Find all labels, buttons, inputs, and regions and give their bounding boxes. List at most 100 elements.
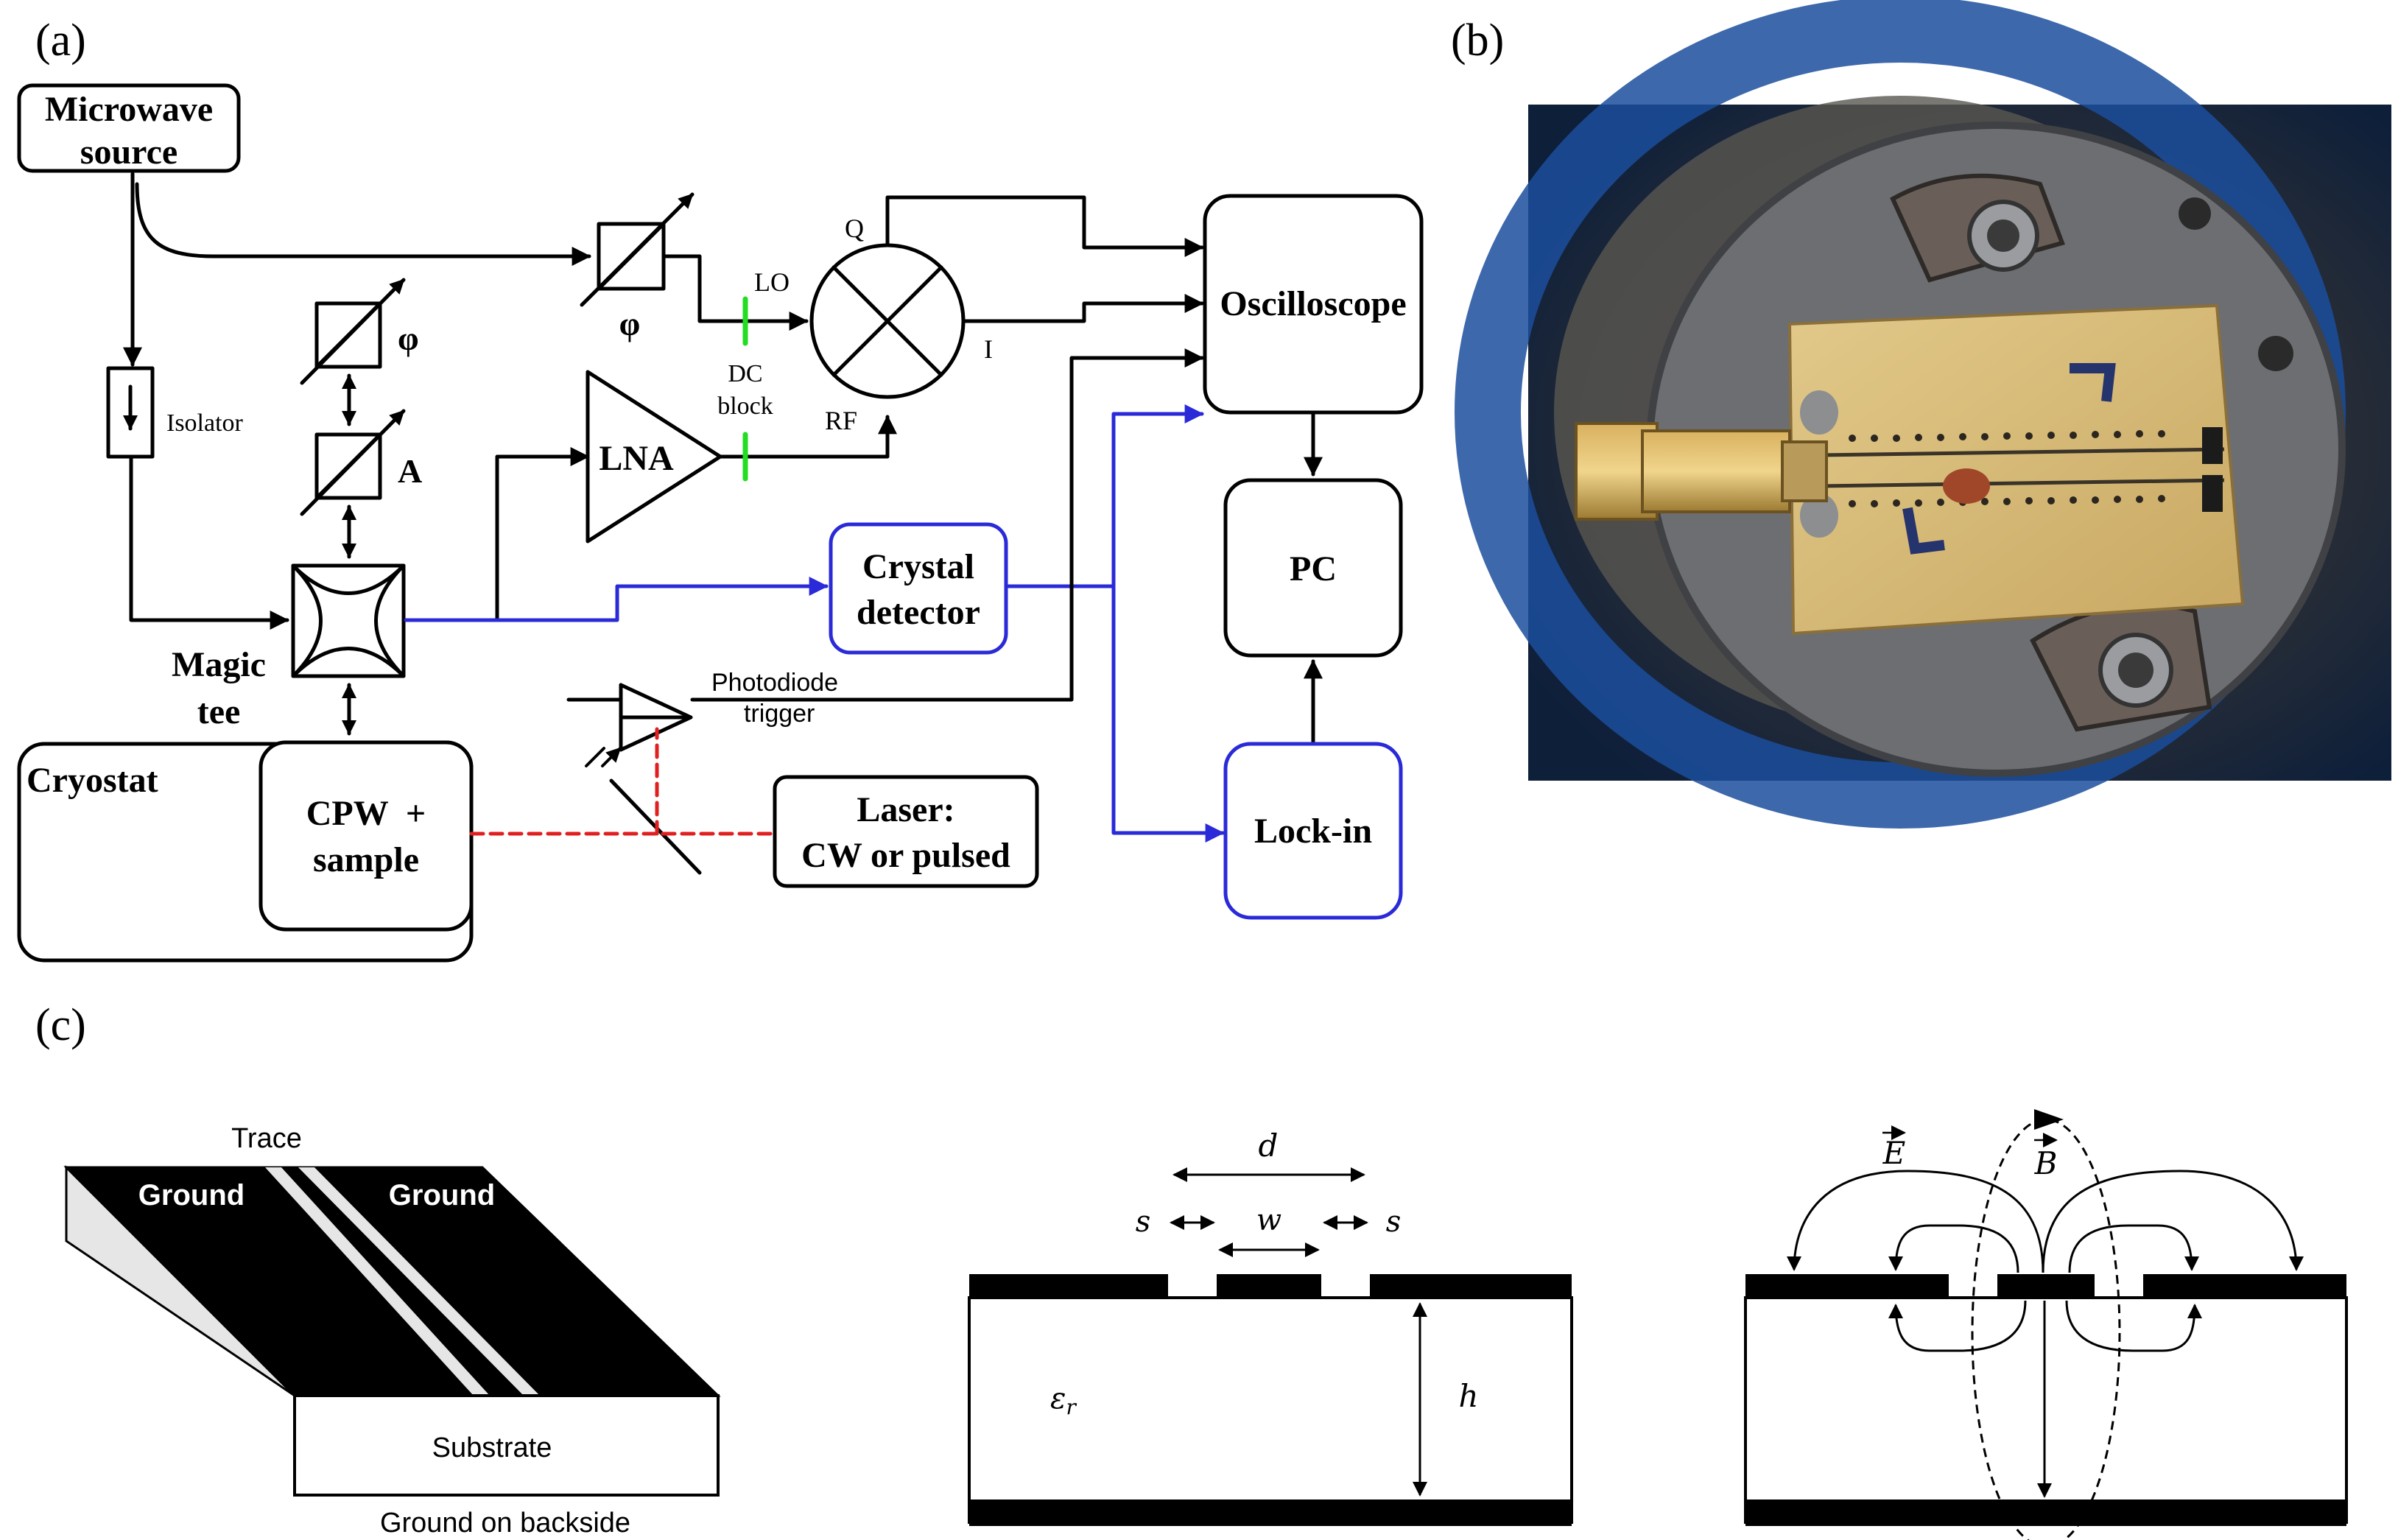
rf-port-label: RF — [825, 406, 857, 435]
photodiode-to-scope-line — [690, 348, 1204, 702]
lna-to-mixer-line — [718, 415, 897, 459]
photodiode-icon — [619, 683, 693, 752]
lna-block: LNA — [586, 370, 722, 544]
microwave-source-label-2: source — [80, 133, 177, 172]
phase-symbol-left: φ — [398, 320, 419, 357]
microwave-source-label-1: Microwave — [45, 90, 213, 129]
magic-tee-label-2: tee — [197, 692, 241, 731]
w-label: w — [1256, 1203, 1281, 1237]
e-field-line — [2065, 1300, 2202, 1352]
magic-tee-to-lna-line — [404, 447, 590, 622]
microwave-source-block: Microwave source — [17, 83, 241, 173]
cpw-gap-left — [265, 1167, 490, 1396]
mixer-cross-icon — [831, 265, 943, 377]
e-field-line — [1787, 1170, 2044, 1273]
photodiode-label-2: trigger — [744, 700, 815, 728]
lo-phase-to-mixer-line — [663, 254, 809, 331]
attenuator-block: A — [300, 409, 422, 516]
lock-in-block: Lock-in — [1223, 742, 1403, 920]
sample-holder-photo — [1455, 0, 2391, 829]
i-port-label: I — [984, 334, 993, 364]
ground-plane-right — [1370, 1274, 1572, 1299]
e-field-line — [1888, 1300, 2027, 1352]
isolator-block: Isolator — [106, 366, 244, 459]
d-label: d — [1259, 1128, 1279, 1164]
e-field-line — [2042, 1170, 2304, 1273]
ground-plane-left — [1745, 1274, 1949, 1299]
oscilloscope-label: Oscilloscope — [1220, 284, 1406, 323]
crystal-detector-label-1: Crystal — [862, 547, 974, 586]
s-right-label: s — [1386, 1205, 1402, 1239]
magic-tee-icon — [291, 563, 406, 678]
ground-label-right: Ground — [389, 1179, 495, 1212]
e-vector-label: E — [1882, 1125, 1906, 1171]
panel-label-c: (c) — [35, 1000, 86, 1050]
phase-shifter-lo: φ — [580, 192, 695, 342]
pc-label: PC — [1290, 549, 1337, 588]
cpw-gap-right — [298, 1167, 540, 1396]
ground-plane-right — [2143, 1274, 2346, 1299]
cpw-3d-view: Trace Ground Ground Substrate Ground on … — [63, 1123, 721, 1539]
laser-block: Laser: CW or pulsed — [773, 775, 1039, 888]
photodiode-block: Photodiode trigger — [566, 669, 838, 767]
mixer-i-to-scope-line — [961, 294, 1204, 323]
e-field-label: E — [1882, 1135, 1906, 1171]
variable-arrow-icon — [580, 192, 695, 307]
ground-backside-label: Ground on backside — [380, 1508, 630, 1539]
light-arrow-icon — [585, 748, 620, 767]
mixer-block: Q I — [809, 214, 993, 399]
cpw-cross-section: d s w s εr h — [968, 1128, 1573, 1526]
e-field-line — [2068, 1224, 2199, 1273]
setup-schematic: Microwave source Isolator φ A — [17, 83, 1424, 963]
variable-arrow-icon — [300, 409, 406, 516]
photodiode-label-1: Photodiode — [711, 669, 838, 697]
magic-tee-label-1: Magic — [172, 645, 266, 684]
q-port-label: Q — [845, 214, 864, 243]
laser-label-2: CW or pulsed — [801, 836, 1010, 875]
h-label: h — [1458, 1378, 1478, 1414]
trace-label: Trace — [231, 1123, 302, 1154]
center-trace — [1997, 1274, 2095, 1299]
lock-in-label: Lock-in — [1254, 812, 1372, 851]
mixer-q-to-scope-line — [885, 195, 1204, 257]
dc-block-label-1: DC — [728, 360, 762, 387]
cryostat-label: Cryostat — [27, 761, 158, 800]
substrate-label: Substrate — [432, 1432, 552, 1463]
crystal-detector-label-2: detector — [857, 593, 980, 632]
cpw-substrate-front — [293, 1394, 720, 1497]
epsilon-subscript: r — [1066, 1395, 1077, 1419]
source-to-lo-phase-line — [135, 182, 591, 266]
variable-arrow-icon — [300, 278, 406, 385]
e-field-line — [1888, 1224, 2019, 1273]
b-vector-label: B — [2034, 1133, 2058, 1181]
ground-label-left: Ground — [138, 1179, 245, 1212]
s-left-label: s — [1136, 1205, 1151, 1239]
phase-symbol-lo: φ — [619, 305, 641, 342]
epsilon-symbol: ε — [1050, 1382, 1066, 1416]
b-field-arrow-icon — [2034, 1109, 2064, 1130]
cpw-sample-label-1: CPW + — [306, 794, 426, 833]
magic-tee-block: Magic tee — [172, 563, 406, 731]
cpw-field-lines: E B — [1744, 1109, 2348, 1540]
crystal-to-scope-line — [1005, 404, 1204, 588]
b-field-loop — [1971, 1118, 2121, 1540]
backside-ground — [1745, 1499, 2346, 1526]
cpw-sample-label-2: sample — [313, 840, 419, 879]
isolator-label: Isolator — [166, 409, 244, 437]
dc-block-label-2: block — [717, 393, 773, 420]
magic-tee-to-crystal-line — [404, 577, 829, 622]
laser-label-1: Laser: — [857, 790, 954, 829]
epsilon-label: εr — [1050, 1382, 1077, 1419]
ground-plane-left — [969, 1274, 1168, 1299]
lna-label: LNA — [599, 439, 674, 478]
attenuator-symbol: A — [398, 452, 422, 490]
backside-ground — [969, 1499, 1572, 1526]
crystal-to-lockin-line — [1111, 584, 1225, 843]
panel-label-a: (a) — [35, 15, 86, 66]
phase-shifter-left: φ — [300, 278, 419, 385]
isolator-to-magic-tee-line — [129, 456, 289, 630]
panel-label-b: (b) — [1451, 15, 1504, 66]
crystal-detector-block: Crystal detector — [829, 522, 1008, 655]
pc-block: PC — [1223, 478, 1403, 658]
